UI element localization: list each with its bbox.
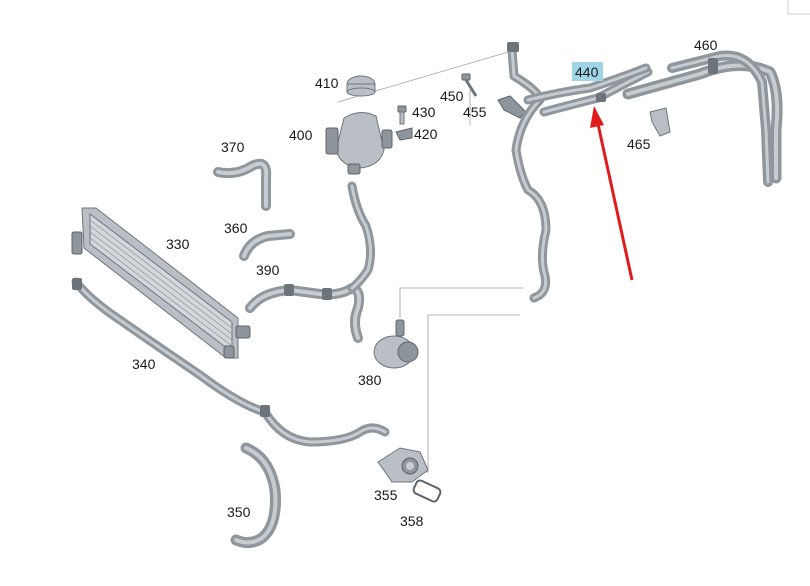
label-400: 400 <box>289 127 313 143</box>
label-440: 440 <box>575 64 599 80</box>
label-465: 465 <box>627 136 651 152</box>
label-358: 358 <box>400 513 424 529</box>
bracket-455[interactable] <box>497 95 527 119</box>
hose-tank-outlet <box>347 181 376 293</box>
pump-380[interactable] <box>373 319 419 369</box>
pipe-440[interactable] <box>523 63 653 117</box>
label-360: 360 <box>224 220 248 236</box>
label-460: 460 <box>694 37 718 53</box>
label-410: 410 <box>315 75 339 91</box>
gasket-358[interactable] <box>412 479 442 503</box>
label-370: 370 <box>221 139 245 155</box>
frame-corner <box>787 0 810 15</box>
bracket-420[interactable] <box>395 127 413 141</box>
hose-main-vertical <box>507 42 551 303</box>
hose-340[interactable] <box>71 277 390 447</box>
label-420: 420 <box>414 126 438 142</box>
label-340: 340 <box>132 356 156 372</box>
hose-460[interactable] <box>622 50 783 187</box>
valve-355[interactable] <box>377 447 429 483</box>
label-390: 390 <box>256 262 280 278</box>
label-450: 450 <box>440 88 464 104</box>
hose-390[interactable] <box>245 283 365 343</box>
bolt-450[interactable] <box>461 73 478 97</box>
label-440-highlight <box>572 62 603 81</box>
bracket-465[interactable] <box>649 107 671 137</box>
label-455: 455 <box>463 104 487 120</box>
label-380: 380 <box>358 372 382 388</box>
label-330: 330 <box>166 236 190 252</box>
cap-410[interactable] <box>346 75 376 97</box>
hose-350[interactable] <box>230 442 281 549</box>
label-350: 350 <box>227 504 251 520</box>
highlight-arrow <box>590 106 634 281</box>
label-430: 430 <box>412 104 436 120</box>
label-355: 355 <box>374 487 398 503</box>
hose-370[interactable] <box>213 158 272 211</box>
expansion-tank-400[interactable] <box>325 112 393 175</box>
bolt-430[interactable] <box>397 105 407 125</box>
radiator-330[interactable] <box>71 207 251 359</box>
hose-360[interactable] <box>239 229 295 261</box>
